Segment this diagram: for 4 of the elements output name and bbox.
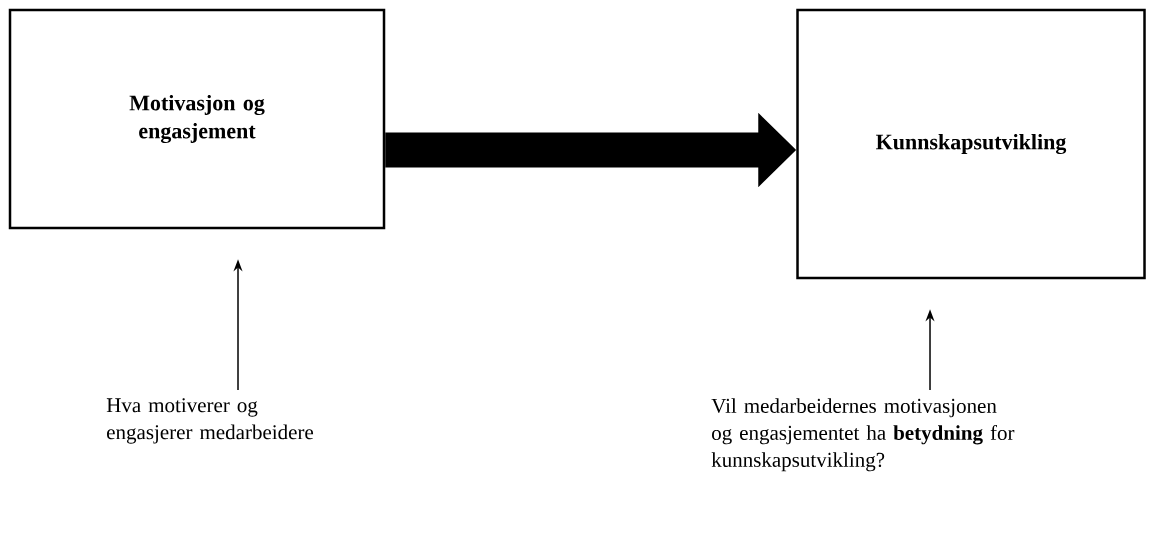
question-text: Vil medarbeidernes motivasjonen og engasjementet ha betydning for kunnskapsutvikling?	[711, 398, 1015, 472]
concept-box: Motivasjon og engasjement	[8, 8, 386, 230]
concept-box: Kunnskapsutvikling	[796, 8, 1146, 280]
question-text: Hva motiverer og engasjerer medarbeidere	[106, 398, 314, 444]
